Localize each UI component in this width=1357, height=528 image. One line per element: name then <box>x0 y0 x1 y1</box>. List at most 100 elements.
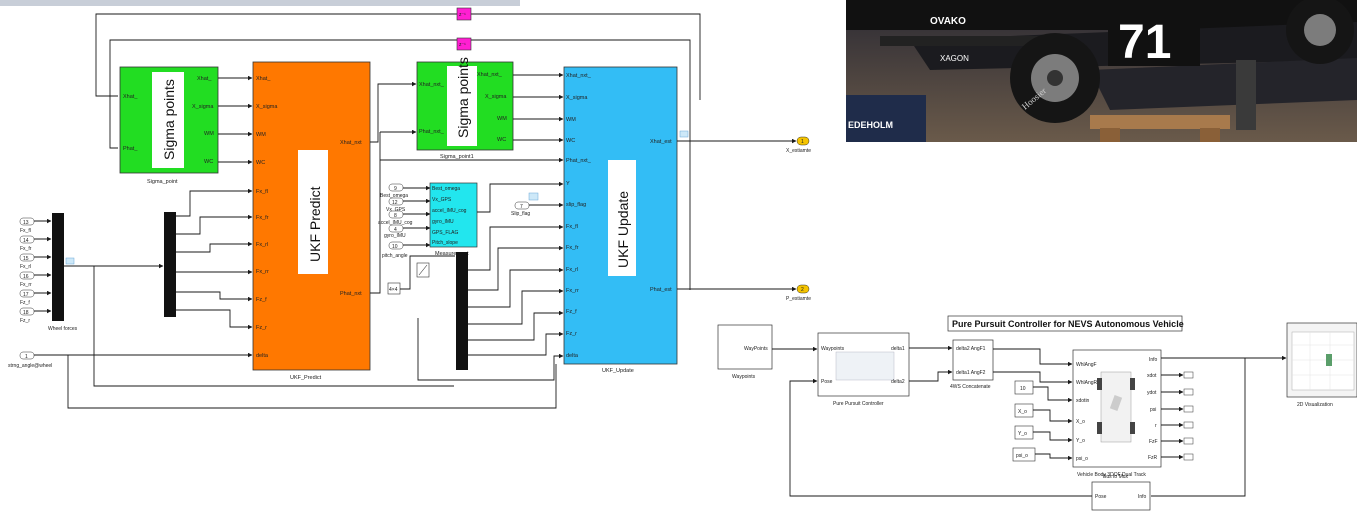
ukf-diagram: z⁻¹ z⁻¹ Sigma points Xhat_ Phat_ Xhat_ X… <box>8 8 811 408</box>
svg-text:Xhat_: Xhat_ <box>256 76 271 82</box>
vehicle-body-block[interactable]: WhlAngF WhlAngR xdotin X_o Y_o psi_o Inf… <box>1073 350 1161 478</box>
ukf-update-caption: UKF_Update <box>602 368 634 374</box>
wheel-inport-fz-f[interactable]: 17 Fz_f <box>20 290 34 306</box>
svg-text:Fz_f: Fz_f <box>256 297 267 303</box>
race-car-photo: OVAKO XAGON 71 Hoosier EDEHOLM <box>846 0 1357 142</box>
wheel-inport-fx-fr[interactable]: 14 Fx_fr <box>20 236 34 252</box>
svg-text:2: 2 <box>801 287 804 293</box>
sign-text: EDEHOLM <box>848 120 893 130</box>
svg-text:P_estiamte: P_estiamte <box>786 296 811 302</box>
svg-text:Fx_rl: Fx_rl <box>20 264 31 270</box>
outport-p-estimate[interactable]: 2 P_estiamte <box>786 285 811 302</box>
sponsor-text: OVAKO <box>930 16 966 27</box>
svg-text:Pure Pursuit Controller: Pure Pursuit Controller <box>833 401 884 407</box>
svg-text:Fx_rr: Fx_rr <box>566 288 579 294</box>
predict-input-mux[interactable] <box>164 212 176 317</box>
svg-text:Xhat_nxt: Xhat_nxt <box>340 140 362 146</box>
bus-to-mux-block[interactable]: Bus to Mux Pose Info <box>1092 474 1150 510</box>
const-xdot[interactable]: 10 <box>1015 381 1033 394</box>
svg-text:Waypoints: Waypoints <box>821 346 845 352</box>
outport-x-estimate[interactable]: 1 X_estiamte <box>786 137 811 154</box>
wheel-inport-fx-rl[interactable]: 15 Fx_rl <box>20 254 34 270</box>
wheel-inport-fz-r[interactable]: 18 Fz_r <box>20 308 34 324</box>
svg-text:Pitch_slope: Pitch_slope <box>432 240 458 246</box>
svg-text:Xhat_est: Xhat_est <box>650 139 672 145</box>
svg-text:Xhat_nxt_: Xhat_nxt_ <box>566 73 592 79</box>
svg-text:1: 1 <box>801 139 804 145</box>
measurement-block[interactable]: Best_omega Vx_GPS accel_IMU_cog gyro_IMU… <box>430 183 477 257</box>
svg-text:Pose: Pose <box>1095 494 1107 500</box>
2d-visualization-block[interactable]: 2D Visualization <box>1287 323 1357 408</box>
mux-bar-right[interactable] <box>456 252 468 370</box>
svg-text:7: 7 <box>520 204 523 210</box>
sigma-point1-block[interactable]: Sigma points Xhat_nxt_ Phat_nxt_ Xhat_nx… <box>417 57 513 160</box>
svg-text:Fx_fl: Fx_fl <box>20 228 31 234</box>
svg-text:Phat_nxt_: Phat_nxt_ <box>566 158 592 164</box>
meas-inport-accel[interactable]: 8 accel_IMU_cog <box>378 211 413 226</box>
svg-text:Fx_rl: Fx_rl <box>256 242 268 248</box>
svg-text:psi_o: psi_o <box>1076 456 1088 462</box>
ukf-update-block[interactable]: UKF Update Xhat_nxt_ X_sigma WM WC Phat_… <box>564 67 688 374</box>
svg-text:Fz_r: Fz_r <box>20 318 30 324</box>
svg-text:Info: Info <box>1149 357 1158 363</box>
4ws-concatenate-block[interactable]: delta2 AngF1 delta1 AngF2 4WS Concatenat… <box>950 340 993 390</box>
svg-text:Waypoints: Waypoints <box>732 374 756 380</box>
ukf-update-title: UKF Update <box>615 191 631 268</box>
svg-text:xdotin: xdotin <box>1076 398 1090 404</box>
svg-text:gyro_IMU: gyro_IMU <box>432 219 454 225</box>
svg-text:Fx_fl: Fx_fl <box>256 189 268 195</box>
svg-text:12: 12 <box>392 200 398 206</box>
ukf-predict-block[interactable]: UKF Predict Xhat_ X_sigma WM WC Fx_fl Fx… <box>253 62 370 381</box>
svg-text:Phat_nxt_: Phat_nxt_ <box>419 129 445 135</box>
pure-pursuit-diagram: Pure Pursuit Controller for NEVS Autonom… <box>718 316 1357 510</box>
svg-text:WayPoints: WayPoints <box>744 346 768 352</box>
svg-text:4×4: 4×4 <box>389 287 398 293</box>
svg-text:WM: WM <box>566 117 576 123</box>
svg-text:15: 15 <box>23 256 29 262</box>
svg-text:pitch_angle: pitch_angle <box>382 253 408 259</box>
svg-text:Fx_fl: Fx_fl <box>566 224 578 230</box>
terminator-xdot <box>1184 372 1193 378</box>
svg-text:Fx_fr: Fx_fr <box>256 215 269 221</box>
const-psi-o[interactable]: psi_o <box>1013 448 1035 461</box>
svg-text:8: 8 <box>394 213 397 219</box>
svg-text:Fz_f: Fz_f <box>20 300 30 306</box>
meas-inport-best-omega[interactable]: 9 Best_omega <box>380 184 408 199</box>
svg-text:WM: WM <box>204 131 214 137</box>
svg-text:16: 16 <box>23 274 29 280</box>
svg-text:X_o: X_o <box>1076 419 1085 425</box>
svg-text:Best_omega: Best_omega <box>432 186 460 192</box>
svg-text:delta2: delta2 <box>891 379 905 385</box>
svg-text:10: 10 <box>1020 386 1026 392</box>
sigma-point-block[interactable]: Sigma points Xhat_ Phat_ Xhat_ X_sigma W… <box>120 67 218 185</box>
svg-text:Fx_rl: Fx_rl <box>566 267 578 273</box>
svg-text:Phat_est: Phat_est <box>650 287 672 293</box>
pp-title: Pure Pursuit Controller for NEVS Autonom… <box>952 319 1184 329</box>
sigma-point-title: Sigma points <box>161 79 177 160</box>
wheel-forces-mux[interactable] <box>52 213 64 321</box>
svg-text:Phat_nxt: Phat_nxt <box>340 291 362 297</box>
svg-text:Fx_rr: Fx_rr <box>256 269 269 275</box>
svg-text:17: 17 <box>23 292 29 298</box>
wheel-inport-fx-fl[interactable]: 13 Fx_fl <box>20 218 34 234</box>
pure-pursuit-controller-block[interactable]: Waypoints Pose delta1 delta2 Pure Pursui… <box>818 333 909 407</box>
wheel-inport-fx-rr[interactable]: 16 Fx_rr <box>20 272 34 288</box>
svg-text:Pose: Pose <box>821 379 833 385</box>
sigma-point-caption: Sigma_point <box>147 179 178 185</box>
wheel-forces-label: Wheel forces <box>48 326 78 332</box>
svg-text:18: 18 <box>23 310 29 316</box>
const-x-o[interactable]: X_o <box>1015 404 1033 417</box>
svg-text:2D Visualization: 2D Visualization <box>1297 402 1333 408</box>
svg-text:Y_o: Y_o <box>1018 431 1027 437</box>
svg-text:10: 10 <box>392 244 398 250</box>
svg-text:delta1: delta1 <box>891 346 905 352</box>
svg-text:WC: WC <box>566 138 575 144</box>
const-y-o[interactable]: Y_o <box>1015 426 1033 439</box>
svg-text:13: 13 <box>23 220 29 226</box>
svg-text:psi_o: psi_o <box>1016 453 1028 459</box>
waypoints-block[interactable]: WayPoints Waypoints <box>718 325 772 380</box>
terminator-r <box>1184 422 1193 428</box>
svg-text:FzF: FzF <box>1149 439 1158 445</box>
meas-inport-gyro[interactable]: 4 gyro_IMU <box>384 225 406 239</box>
svg-text:WhlAngR: WhlAngR <box>1076 380 1098 386</box>
